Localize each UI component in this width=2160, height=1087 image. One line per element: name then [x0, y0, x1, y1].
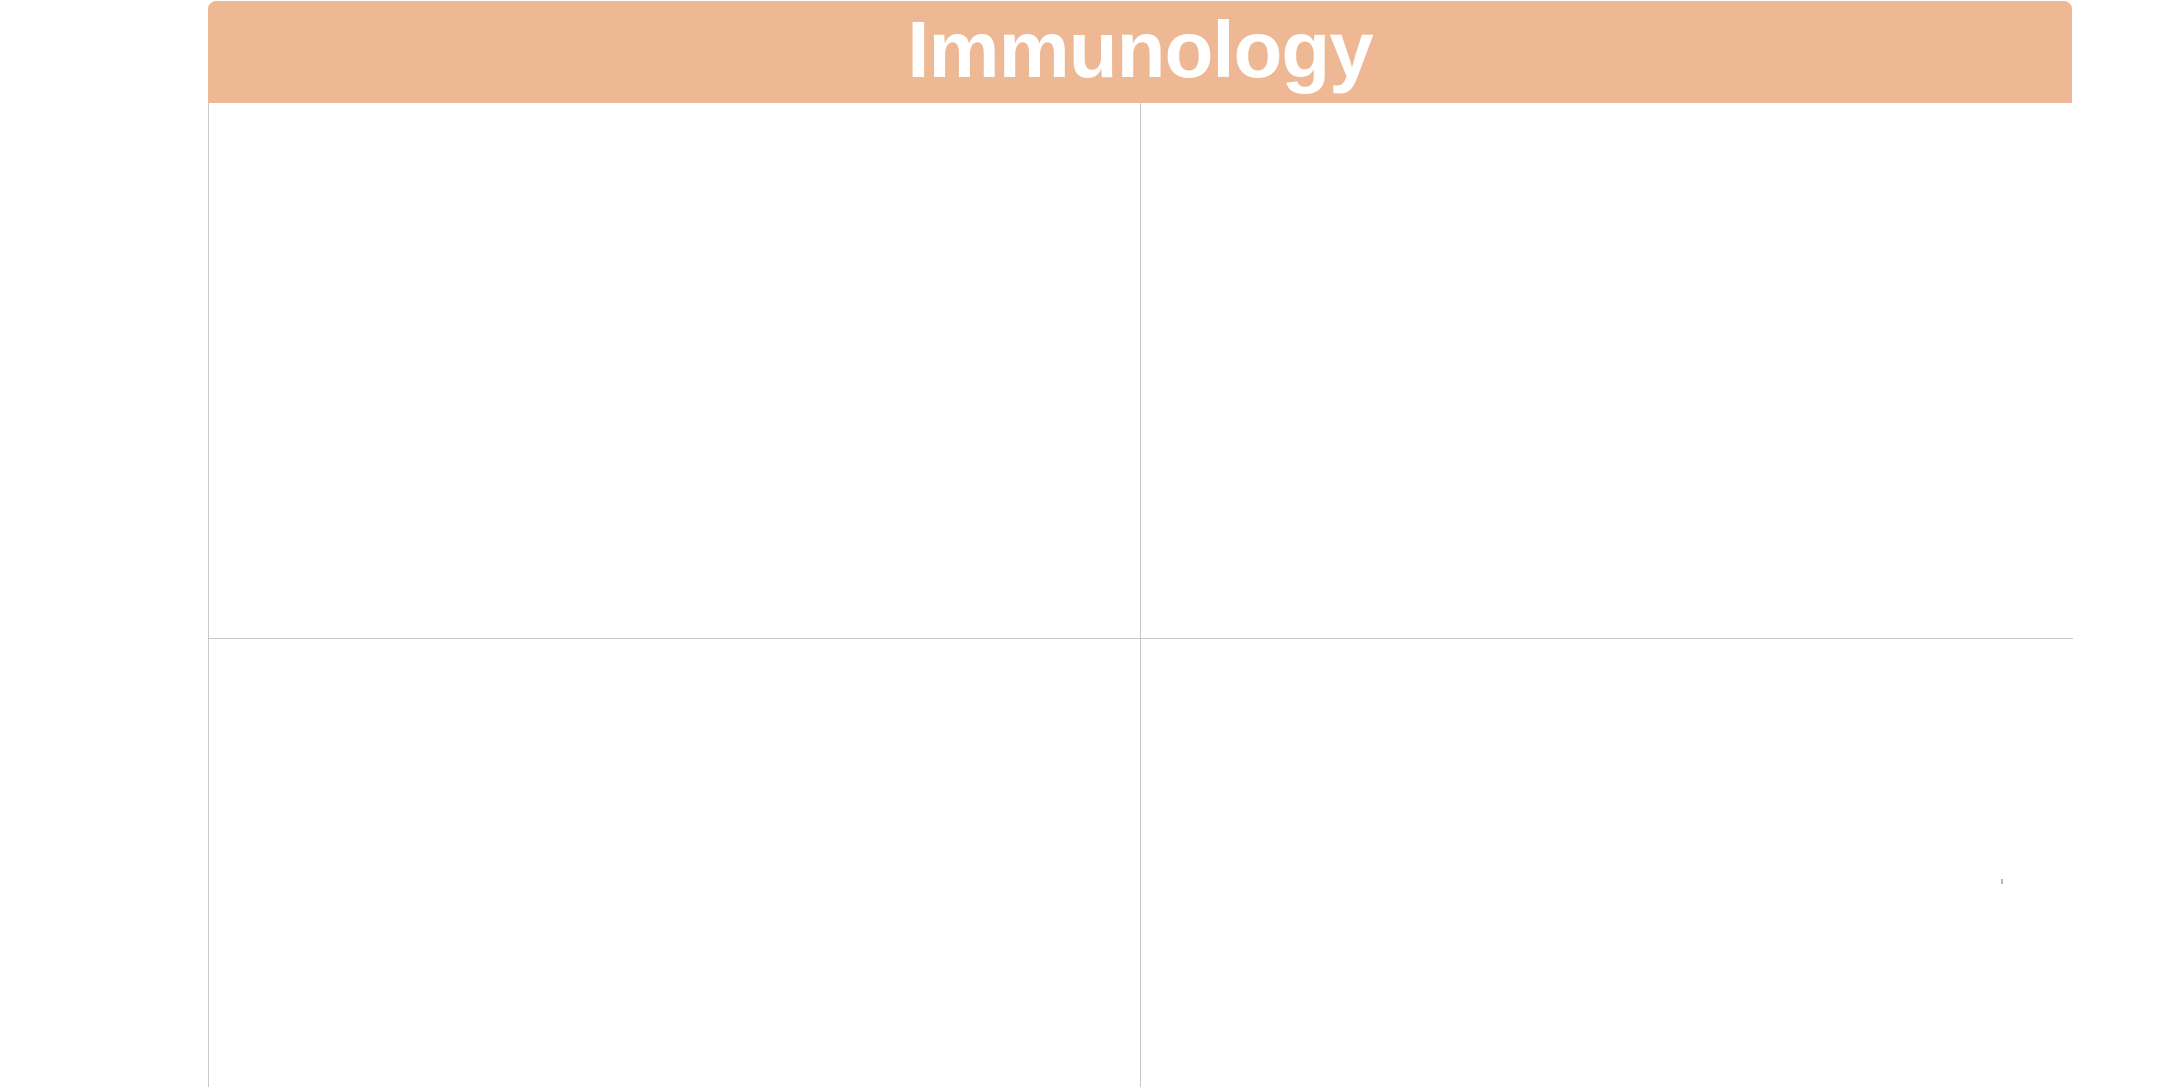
quadrant-bottom-right[interactable] [1141, 639, 2073, 1087]
quadrant-bottom-left[interactable] [209, 639, 1141, 1087]
board: Immunology [208, 1, 2073, 1087]
quadrant-grid [208, 103, 2073, 1087]
board-title: Immunology [907, 5, 1374, 94]
board-header: Immunology [208, 1, 2072, 103]
cursor-speck [2001, 879, 2003, 884]
quadrant-top-right[interactable] [1141, 103, 2073, 639]
quadrant-top-left[interactable] [209, 103, 1141, 639]
